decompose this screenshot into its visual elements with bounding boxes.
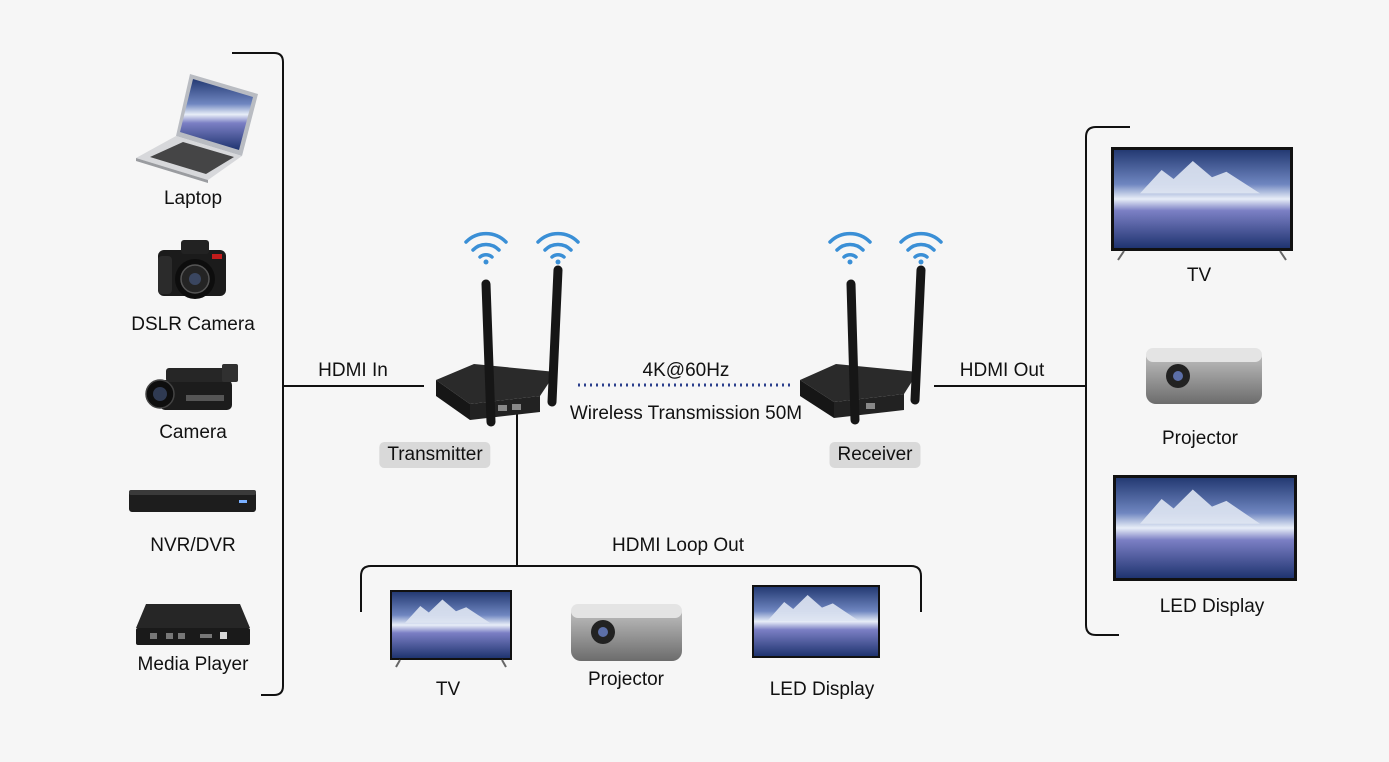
media-player-icon [136,604,250,645]
connection-lines [232,52,1130,696]
wifi-icon [899,231,943,265]
receiver-device [800,265,926,425]
camera-label: Camera [159,422,227,443]
loop-out-bracket [360,565,922,612]
nvr-dvr-label: NVR/DVR [150,535,236,556]
camcorder-icon [145,364,238,410]
loop-projector-icon [571,604,682,661]
laptop-icon [136,74,258,183]
projector-label: Projector [1161,428,1239,449]
loop-projector-label: Projector [587,669,665,690]
wifi-icon [828,231,872,265]
tv-label: TV [1186,265,1212,286]
resolution-label: 4K@60Hz [642,360,730,381]
nvr-dvr-icon [129,490,256,512]
loop-led-display-icon [752,585,880,658]
wifi-icons [464,231,943,265]
transmitter-label: Transmitter [379,442,491,468]
hdmi-out-label: HDMI Out [959,360,1045,381]
tv-icon [1111,147,1293,261]
transmitter-device [436,265,563,427]
dslr-camera-label: DSLR Camera [131,314,255,335]
dslr-camera-icon [158,240,226,299]
wireless-transmission-label: Wireless Transmission 50M [569,403,803,424]
hdmi-loop-out-label: HDMI Loop Out [612,535,744,556]
loop-tv-icon [390,590,512,668]
projector-icon [1146,348,1262,404]
loop-led-display-label: LED Display [769,679,875,700]
sources-bracket [232,52,284,696]
loop-tv-label: TV [435,679,461,700]
media-player-label: Media Player [137,654,249,675]
wifi-icon [536,231,580,265]
led-display-label: LED Display [1159,596,1265,617]
wifi-icon [464,231,508,265]
hdmi-in-label: HDMI In [318,360,388,381]
receiver-label: Receiver [829,442,921,468]
laptop-label: Laptop [163,188,223,209]
outputs-bracket [1085,126,1130,636]
led-display-icon [1113,475,1297,581]
